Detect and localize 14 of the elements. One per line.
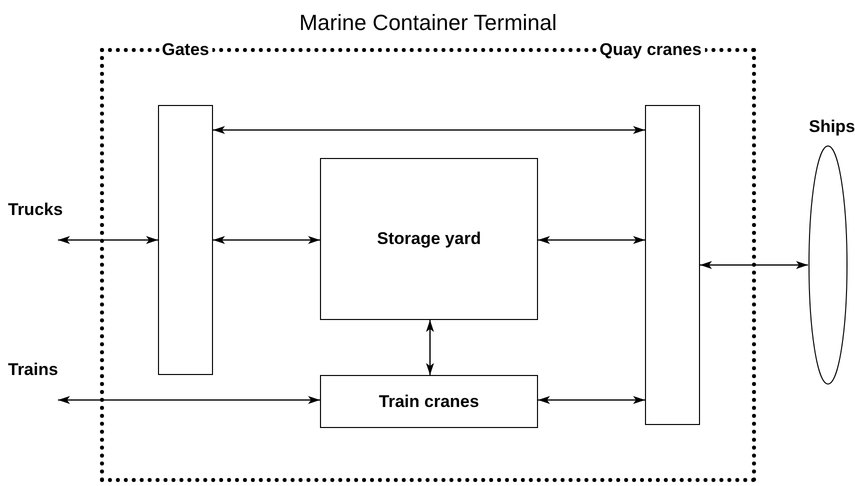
node-label: Train cranes xyxy=(378,392,480,412)
node-label: Storage yard xyxy=(377,229,481,249)
double-arrow xyxy=(426,320,434,375)
double-arrow xyxy=(213,126,645,134)
double-arrow xyxy=(538,396,645,404)
double-arrow xyxy=(700,261,808,269)
process-box xyxy=(320,158,538,320)
double-arrow xyxy=(213,236,320,244)
double-arrow xyxy=(58,236,158,244)
double-arrow xyxy=(538,236,645,244)
node-label: Trucks xyxy=(8,200,63,220)
process-box xyxy=(320,375,538,428)
node-label: Trains xyxy=(8,360,58,380)
double-arrow xyxy=(58,396,320,404)
